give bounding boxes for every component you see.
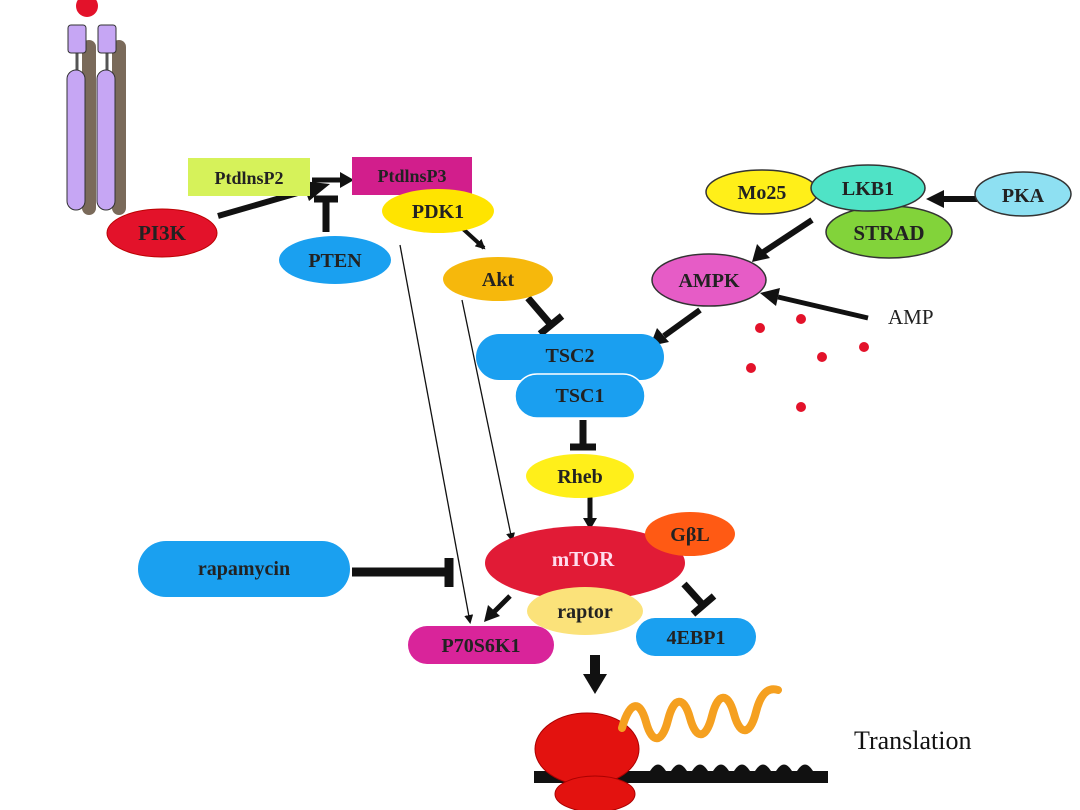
svg-text:GβL: GβL: [670, 524, 709, 546]
svg-text:PI3K: PI3K: [138, 221, 187, 245]
akt-node: Akt: [443, 257, 553, 301]
svg-text:Mo25: Mo25: [738, 182, 787, 204]
svg-text:Rheb: Rheb: [557, 466, 603, 488]
svg-text:mTOR: mTOR: [552, 547, 615, 571]
lkb1-to-ampk-arrow: [760, 217, 814, 256]
ptdinsp2-node: PtdlnsP2: [188, 158, 310, 196]
svg-text:4EBP1: 4EBP1: [667, 627, 726, 649]
pi3k-node: PI3K: [106, 208, 218, 258]
pdk1-node: PDK1: [382, 189, 494, 233]
receptor-icon: [66, 0, 126, 215]
lkb1-node: LKB1: [810, 164, 926, 212]
amp-label: AMP: [888, 305, 934, 329]
rheb-node: Rheb: [526, 454, 634, 498]
peptide-chain-icon: [618, 685, 782, 743]
ampk-node: AMPK: [651, 253, 767, 307]
gbl-node: GβL: [645, 512, 735, 556]
raptor-node: raptor: [527, 587, 643, 635]
pten-inhibition-bar: [314, 195, 338, 232]
rapamycin-inhibition: [352, 558, 454, 587]
svg-text:TSC1: TSC1: [556, 385, 605, 407]
strad-node: STRAD: [825, 205, 953, 259]
svg-text:PtdlnsP3: PtdlnsP3: [377, 166, 446, 186]
svg-text:P70S6K1: P70S6K1: [442, 635, 521, 657]
pten-node: PTEN: [279, 236, 391, 284]
4ebp1-node: 4EBP1: [636, 618, 756, 656]
mtor-to-p70s6k1-arrow: [492, 594, 512, 614]
svg-text:Akt: Akt: [482, 269, 515, 291]
svg-text:rapamycin: rapamycin: [198, 558, 290, 580]
svg-text:PtdlnsP2: PtdlnsP2: [214, 168, 283, 188]
ptdinsp3-node: PtdlnsP3: [352, 157, 472, 195]
tsc-inhibits-rheb: [570, 420, 596, 451]
translation-label: Translation: [854, 726, 972, 755]
svg-text:TSC2: TSC2: [546, 345, 595, 367]
svg-text:STRAD: STRAD: [853, 221, 924, 245]
akt-to-mtor-line: [461, 299, 515, 542]
pka-node: PKA: [974, 171, 1072, 217]
svg-text:PTEN: PTEN: [308, 250, 362, 272]
tsc1-node: TSC1: [514, 373, 646, 419]
akt-inhibits-tsc2: [525, 295, 565, 337]
svg-text:LKB1: LKB1: [842, 178, 894, 200]
svg-text:PDK1: PDK1: [412, 201, 464, 223]
amp-to-ampk-arrow: [777, 294, 869, 321]
ribosome-icon: [534, 712, 828, 810]
mtor-inhibits-4ebp1: [681, 581, 717, 617]
svg-text:AMPK: AMPK: [678, 270, 740, 292]
ampk-to-tsc2-arrow: [662, 307, 702, 339]
translation-arrow: [583, 655, 607, 694]
amp-molecules: [746, 314, 869, 412]
svg-text:raptor: raptor: [557, 601, 613, 623]
mo25-node: Mo25: [705, 169, 819, 215]
tsc2-node: TSC2: [476, 334, 664, 380]
mtor-node: mTOR: [485, 526, 685, 600]
pdk1-to-akt-arrow: [460, 226, 486, 250]
svg-text:PKA: PKA: [1002, 185, 1045, 207]
rapamycin-node: rapamycin: [138, 541, 350, 597]
p70s6k1-node: P70S6K1: [408, 626, 554, 664]
ptdinsp3-to-p70s6k1-line: [399, 244, 474, 624]
